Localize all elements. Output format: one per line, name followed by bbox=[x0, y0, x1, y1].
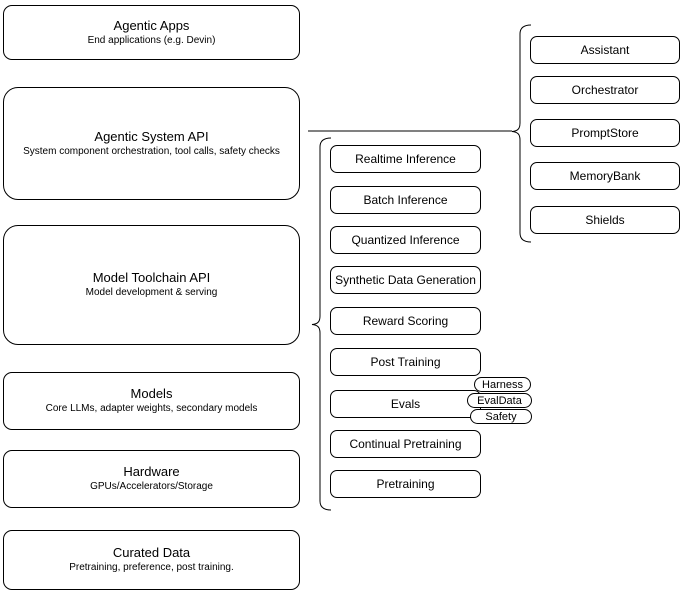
node-pretraining: Pretraining bbox=[330, 470, 481, 498]
node-hardware: Hardware GPUs/Accelerators/Storage bbox=[3, 450, 300, 508]
node-shields: Shields bbox=[530, 206, 680, 234]
node-label: Pretraining bbox=[376, 477, 435, 491]
node-evals: Evals bbox=[330, 390, 481, 418]
node-quantized-inference: Quantized Inference bbox=[330, 226, 481, 254]
node-label: Assistant bbox=[580, 43, 630, 57]
components-brace bbox=[511, 24, 532, 243]
node-label: Quantized Inference bbox=[351, 233, 460, 247]
node-title: Agentic Apps bbox=[113, 17, 190, 33]
node-subtitle: Pretraining, preference, post training. bbox=[69, 562, 234, 573]
tag-label: EvalData bbox=[477, 394, 522, 407]
node-subtitle: Model development & serving bbox=[85, 287, 218, 298]
node-orchestrator: Orchestrator bbox=[530, 76, 680, 104]
node-label: Realtime Inference bbox=[355, 152, 456, 166]
node-label: Synthetic Data Generation bbox=[335, 273, 476, 287]
node-batch-inference: Batch Inference bbox=[330, 186, 481, 214]
node-label: Reward Scoring bbox=[362, 314, 449, 328]
node-continual-pretraining: Continual Pretraining bbox=[330, 430, 481, 458]
node-label: Evals bbox=[390, 397, 421, 411]
toolchain-brace bbox=[311, 137, 332, 511]
node-models: Models Core LLMs, adapter weights, secon… bbox=[3, 372, 300, 430]
node-title: Curated Data bbox=[112, 545, 191, 560]
node-agentic-apps: Agentic Apps End applications (e.g. Devi… bbox=[3, 5, 300, 60]
node-memorybank: MemoryBank bbox=[530, 162, 680, 190]
tag-evaldata: EvalData bbox=[467, 393, 532, 408]
node-label: MemoryBank bbox=[569, 169, 641, 183]
tag-harness: Harness bbox=[474, 377, 531, 392]
node-title: Agentic System API bbox=[94, 128, 209, 144]
node-label: Batch Inference bbox=[363, 193, 448, 207]
node-reward-scoring: Reward Scoring bbox=[330, 307, 481, 335]
node-subtitle: System component orchestration, tool cal… bbox=[23, 145, 280, 157]
tag-safety: Safety bbox=[470, 409, 532, 424]
tag-label: Harness bbox=[482, 378, 523, 391]
node-synthetic-data-generation: Synthetic Data Generation bbox=[330, 266, 481, 294]
node-assistant: Assistant bbox=[530, 36, 680, 64]
node-promptstore: PromptStore bbox=[530, 119, 680, 147]
node-agentic-system-api: Agentic System API System component orch… bbox=[3, 87, 300, 200]
node-post-training: Post Training bbox=[330, 348, 481, 376]
node-label: Post Training bbox=[370, 355, 441, 369]
node-label: Shields bbox=[585, 213, 625, 227]
node-subtitle: Core LLMs, adapter weights, secondary mo… bbox=[45, 403, 258, 414]
node-subtitle: GPUs/Accelerators/Storage bbox=[90, 481, 213, 492]
node-model-toolchain-api: Model Toolchain API Model development & … bbox=[3, 225, 300, 345]
node-label: Orchestrator bbox=[571, 83, 639, 97]
node-label: PromptStore bbox=[571, 126, 639, 140]
node-title: Hardware bbox=[123, 464, 180, 479]
node-curated-data: Curated Data Pretraining, preference, po… bbox=[3, 530, 300, 590]
node-title: Models bbox=[130, 386, 173, 401]
node-subtitle: End applications (e.g. Devin) bbox=[87, 34, 216, 46]
tag-label: Safety bbox=[485, 410, 517, 423]
node-title: Model Toolchain API bbox=[92, 270, 211, 285]
node-label: Continual Pretraining bbox=[349, 437, 462, 451]
node-realtime-inference: Realtime Inference bbox=[330, 145, 481, 173]
